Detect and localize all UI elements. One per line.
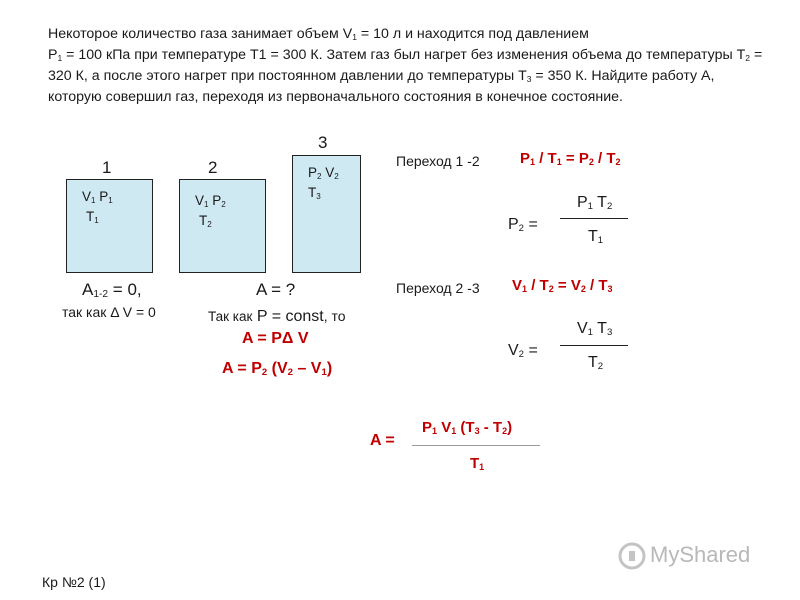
state-3-box <box>292 155 361 273</box>
p2-lhs: P2 = <box>508 216 538 234</box>
transition-2-3-law: V1 / T2 = V2 / T3 <box>512 277 613 294</box>
state-2-box <box>179 179 266 273</box>
work-2-3-reason: Так как P = const, то <box>208 308 346 325</box>
work-formula-expanded: A = P2 (V2 – V1) <box>222 360 333 378</box>
state-2-params: V1 P2 T2 <box>195 193 226 229</box>
watermark-text: MyShared <box>650 542 751 567</box>
v2-numerator: V1 T3 <box>577 320 613 338</box>
problem-statement: Некоторое количество газа занимает объем… <box>48 26 763 105</box>
transition-1-2-label: Переход 1 -2 <box>396 153 480 169</box>
final-fraction-line <box>412 445 540 446</box>
v2-fraction-line <box>560 345 628 346</box>
final-lhs: A = <box>370 432 395 449</box>
state-1-number: 1 <box>102 158 112 177</box>
state-3-params: P2 V2 T3 <box>308 165 339 201</box>
final-denominator: T1 <box>470 455 485 472</box>
transition-1-2-law: P1 / T1 = P2 / T2 <box>520 150 621 167</box>
p2-fraction-line <box>560 218 628 219</box>
state-1-params: V1 P1 T1 <box>82 189 113 225</box>
work-formula: A = PΔ V <box>242 330 309 347</box>
work-1-2-reason: так как Δ V = 0 <box>62 304 156 320</box>
state-1-box <box>66 179 153 273</box>
p2-denominator: T1 <box>588 228 604 246</box>
transition-2-3-label: Переход 2 -3 <box>396 280 480 296</box>
work-2-3-question: A = ? <box>256 280 296 299</box>
work-1-2: A1-2 = 0, <box>82 280 142 300</box>
watermark-logo-icon <box>618 542 646 570</box>
state-2-number: 2 <box>208 158 218 177</box>
slide-footer: Кр №2 (1) <box>42 574 106 590</box>
v2-lhs: V2 = <box>508 342 538 360</box>
state-3-number: 3 <box>318 133 328 152</box>
v2-denominator: T2 <box>588 354 604 372</box>
p2-numerator: P1 T2 <box>577 194 613 212</box>
final-numerator: P1 V1 (T3 - T2) <box>422 419 513 436</box>
